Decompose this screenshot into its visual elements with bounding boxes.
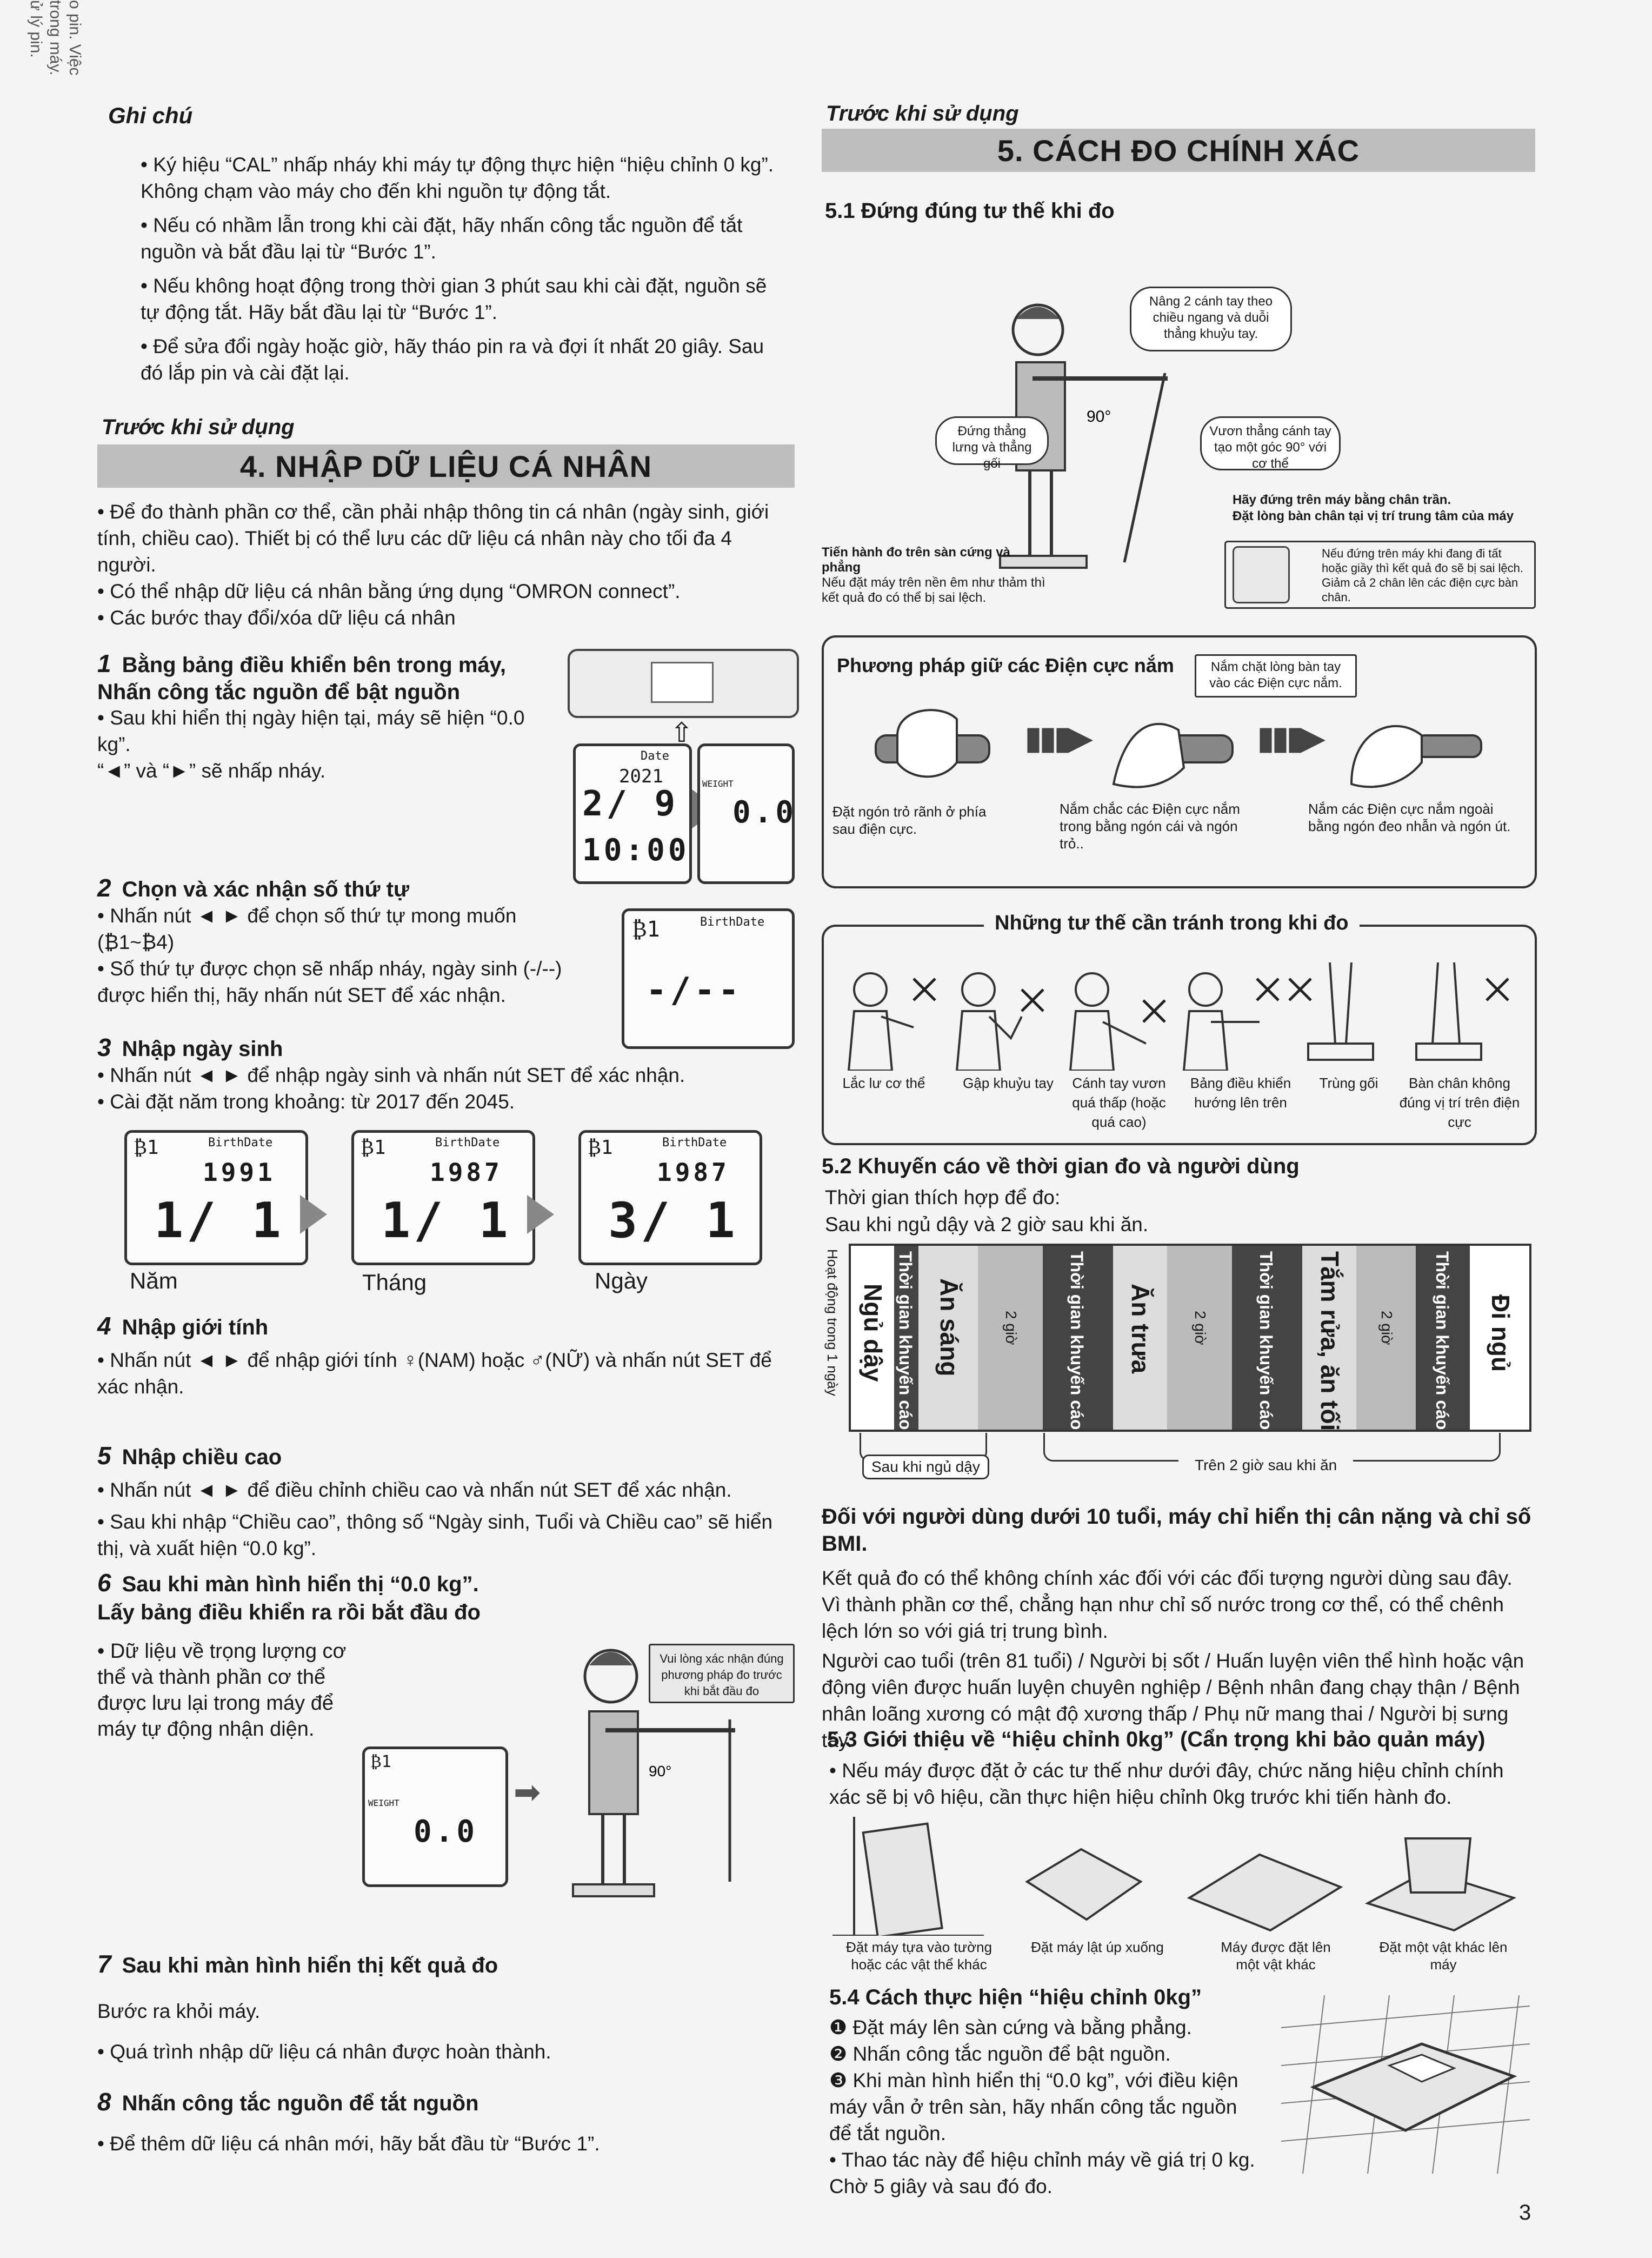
- s53-line1: Nếu máy được đặt ở các tư thế như dưới đ…: [829, 1757, 1532, 1810]
- arrow-right-icon: [300, 1195, 327, 1234]
- scale-on-floor-illustration: [1281, 1995, 1530, 2174]
- storage-illustrations: [832, 1817, 1517, 1936]
- step6-bubble: Vui lòng xác nhận đúng phương pháp đo tr…: [649, 1644, 795, 1703]
- caption-month: Tháng: [362, 1270, 427, 1295]
- person-measuring-illustration: 90°: [572, 1649, 735, 1897]
- avoid-title: Những tư thế cần tránh trong khi đo: [984, 912, 1360, 935]
- bubble-angle: Vươn thẳng cánh tay tạo một góc 90° với …: [1200, 416, 1341, 471]
- corner-text: o pin. Việc trong máy. ử lý pin.: [27, 0, 84, 76]
- grip-finger-illustration: [1350, 725, 1482, 788]
- section-5-2: 5.2 Khuyến cáo về thời gian đo và người …: [822, 1154, 1300, 1178]
- arrow-right-icon: ▮▮▮▶: [1024, 720, 1093, 756]
- timeline-chart: Ngủ dậy Thời gian khuyến cáo Ăn sáng 2 g…: [849, 1244, 1531, 1432]
- avoid-caption-5: Trùng gối: [1319, 1075, 1378, 1091]
- avoid-caption-2: Gập khuỷu tay: [963, 1075, 1054, 1091]
- avoid-caption-3: Cánh tay vươn quá thấp (hoặc quá cao): [1072, 1075, 1166, 1130]
- right-banner: 5. CÁCH ĐO CHÍNH XÁC: [822, 129, 1535, 172]
- page-number: 3: [1519, 2201, 1531, 2224]
- storage-caption-3: Máy được đặt lên một vật khác: [1221, 1939, 1331, 1973]
- bubble-arms: Nâng 2 cánh tay theo chiều ngang và duỗi…: [1130, 287, 1292, 351]
- storage-caption-2: Đặt máy lật úp xuống: [1031, 1939, 1164, 1955]
- s52-line1: Thời gian thích hợp để đo:: [825, 1186, 1061, 1208]
- grip-caption-2: Nắm chắc các Điện cực nắm trong bằng ngó…: [1060, 801, 1240, 852]
- grip-caption-3: Nắm các Điện cực nắm ngoài bằng ngón đeo…: [1308, 801, 1511, 834]
- avoid-caption-4: Bảng điều khiển hướng lên trên: [1190, 1075, 1291, 1111]
- grip-bubble: Nắm chặt lòng bàn tay vào các Điện cực n…: [1195, 654, 1357, 698]
- svg-text:90°: 90°: [649, 1763, 671, 1779]
- caption-year: Năm: [130, 1268, 178, 1293]
- svg-text:90°: 90°: [1087, 408, 1111, 426]
- feet-note-text: Nếu đứng trên máy khi đang đi tất hoặc g…: [1322, 547, 1524, 604]
- bmi-section: Đối với người dùng dưới 10 tuổi, máy chỉ…: [822, 1505, 1531, 1751]
- notes-title: Ghi chú: [108, 103, 193, 128]
- section-5-3: 5.3 Giới thiệu về “hiệu chỉnh 0kg” (Cẩn …: [827, 1728, 1486, 1751]
- arrow-right-icon: [527, 1195, 554, 1234]
- timeline-side-label: Hoạt động trong 1 ngày: [824, 1249, 841, 1396]
- storage-caption-1: Đặt máy tựa vào tường hoặc các vật thể k…: [845, 1939, 992, 1973]
- brace-wakeup-label: Sau khi ngủ dậy: [862, 1455, 989, 1479]
- section-5-1: 5.1 Đứng đúng tư thế khi đo: [825, 199, 1115, 223]
- brace-after-meal-label: Trên 2 giờ sau khi ăn: [1178, 1455, 1354, 1476]
- lcd-step2: ₿1 BirthDate -/--: [622, 908, 795, 1049]
- notes-list: Ký hiệu “CAL” nhấp nháy khi máy tự động …: [141, 151, 789, 386]
- grip-hand-illustration: [875, 709, 990, 778]
- s52-line2: Sau khi ngủ dậy và 2 giờ sau khi ăn.: [825, 1213, 1149, 1236]
- avoid-figures: [832, 962, 1524, 1072]
- arrow-right-icon: ➡: [514, 1774, 541, 1810]
- floor-note: Tiến hành đo trên sàn cứng và phẳng Nếu …: [822, 545, 1045, 605]
- s54-list: ❶ Đặt máy lên sàn cứng và bằng phẳng. ❷ …: [829, 2014, 1262, 2200]
- feet-icon: [1233, 546, 1290, 603]
- section-5-4: 5.4 Cách thực hiện “hiệu chỉnh 0kg”: [829, 1985, 1202, 2009]
- avoid-caption-6: Bàn chân không đúng vị trí trên điện cực: [1399, 1075, 1520, 1130]
- lcd-step3-year: ₿1 BirthDate 1991 1/ 1: [124, 1130, 308, 1265]
- arrow-right-icon: ▮▮▮▶: [1257, 720, 1325, 756]
- grip-title: Phương pháp giữ các Điện cực nắm: [837, 654, 1174, 676]
- step-6-text: Dữ liệu về trọng lượng cơ thể và thành p…: [97, 1638, 368, 1742]
- left-intro: Để đo thành phần cơ thể, cần phải nhập t…: [97, 499, 795, 631]
- left-pre-title: Trước khi sử dụng: [102, 415, 295, 439]
- caption-day: Ngày: [595, 1268, 648, 1293]
- grip-caption-1: Đặt ngón trỏ rãnh ở phía sau điện cực.: [832, 803, 987, 837]
- storage-caption-4: Đặt một vật khác lên máy: [1379, 1939, 1508, 1973]
- device-panel-illustration: [568, 649, 799, 718]
- left-banner: 4. NHẬP DỮ LIỆU CÁ NHÂN: [97, 444, 795, 488]
- lcd-step1-weight: WEIGHT 0.0: [697, 743, 795, 884]
- feet-note-box: [1224, 541, 1536, 609]
- grip-box: [822, 635, 1537, 888]
- right-pre-title: Trước khi sử dụng: [826, 102, 1019, 125]
- lcd-step3-day: ₿1 BirthDate 1987 3/ 1: [578, 1130, 762, 1265]
- lcd-step6: ₿1 WEIGHT 0.0: [362, 1746, 508, 1887]
- barefoot-note: Hãy đứng trên máy bằng chân trần. Đặt lò…: [1233, 493, 1514, 523]
- grip-thumb-illustration: [1112, 722, 1234, 788]
- avoid-caption-1: Lắc lư cơ thể: [842, 1075, 925, 1091]
- lcd-step1-date: Date 2021 2/ 9 10:00: [573, 743, 692, 884]
- bubble-back: Đứng thẳng lưng và thẳng gối: [935, 416, 1049, 471]
- avoid-poses-illustration: [847, 962, 1509, 1072]
- insert-arrow-icon: ⇧: [670, 718, 693, 748]
- lcd-step3-month: ₿1 BirthDate 1987 1/ 1: [351, 1130, 535, 1265]
